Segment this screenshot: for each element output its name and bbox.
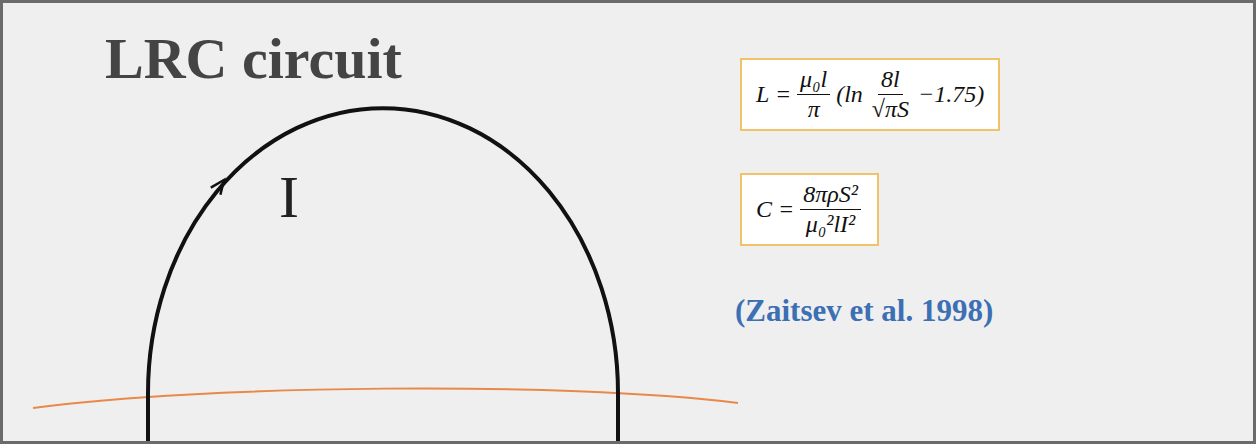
formula-term: L = bbox=[754, 81, 793, 108]
fraction: 8πρS²μ₀²lI² bbox=[800, 181, 861, 238]
current-label: I bbox=[279, 163, 299, 232]
fraction-numerator: μ₀l bbox=[797, 66, 830, 95]
slide-title: LRC circuit bbox=[105, 25, 402, 92]
fraction-denominator: √πS bbox=[869, 95, 912, 123]
fraction: μ₀lπ bbox=[797, 66, 830, 123]
fraction-numerator: 8πρS² bbox=[800, 181, 861, 210]
formula-term: −1.75) bbox=[916, 81, 986, 108]
inductance-formula-box: L =μ₀lπ(ln8l√πS−1.75) bbox=[740, 58, 1000, 131]
fraction: 8l√πS bbox=[869, 66, 912, 123]
formula-term: (ln bbox=[834, 81, 865, 108]
current-loop-arc bbox=[148, 108, 618, 443]
photosphere-line bbox=[33, 388, 738, 408]
fraction-denominator: π bbox=[805, 95, 823, 123]
formula-term: C = bbox=[754, 196, 796, 223]
citation: (Zaitsev et al. 1998) bbox=[735, 293, 993, 329]
capacitance-formula-box: C =8πρS²μ₀²lI² bbox=[740, 173, 879, 246]
fraction-numerator: 8l bbox=[878, 66, 903, 95]
current-arrow bbox=[211, 180, 224, 195]
fraction-denominator: μ₀²lI² bbox=[803, 210, 858, 238]
